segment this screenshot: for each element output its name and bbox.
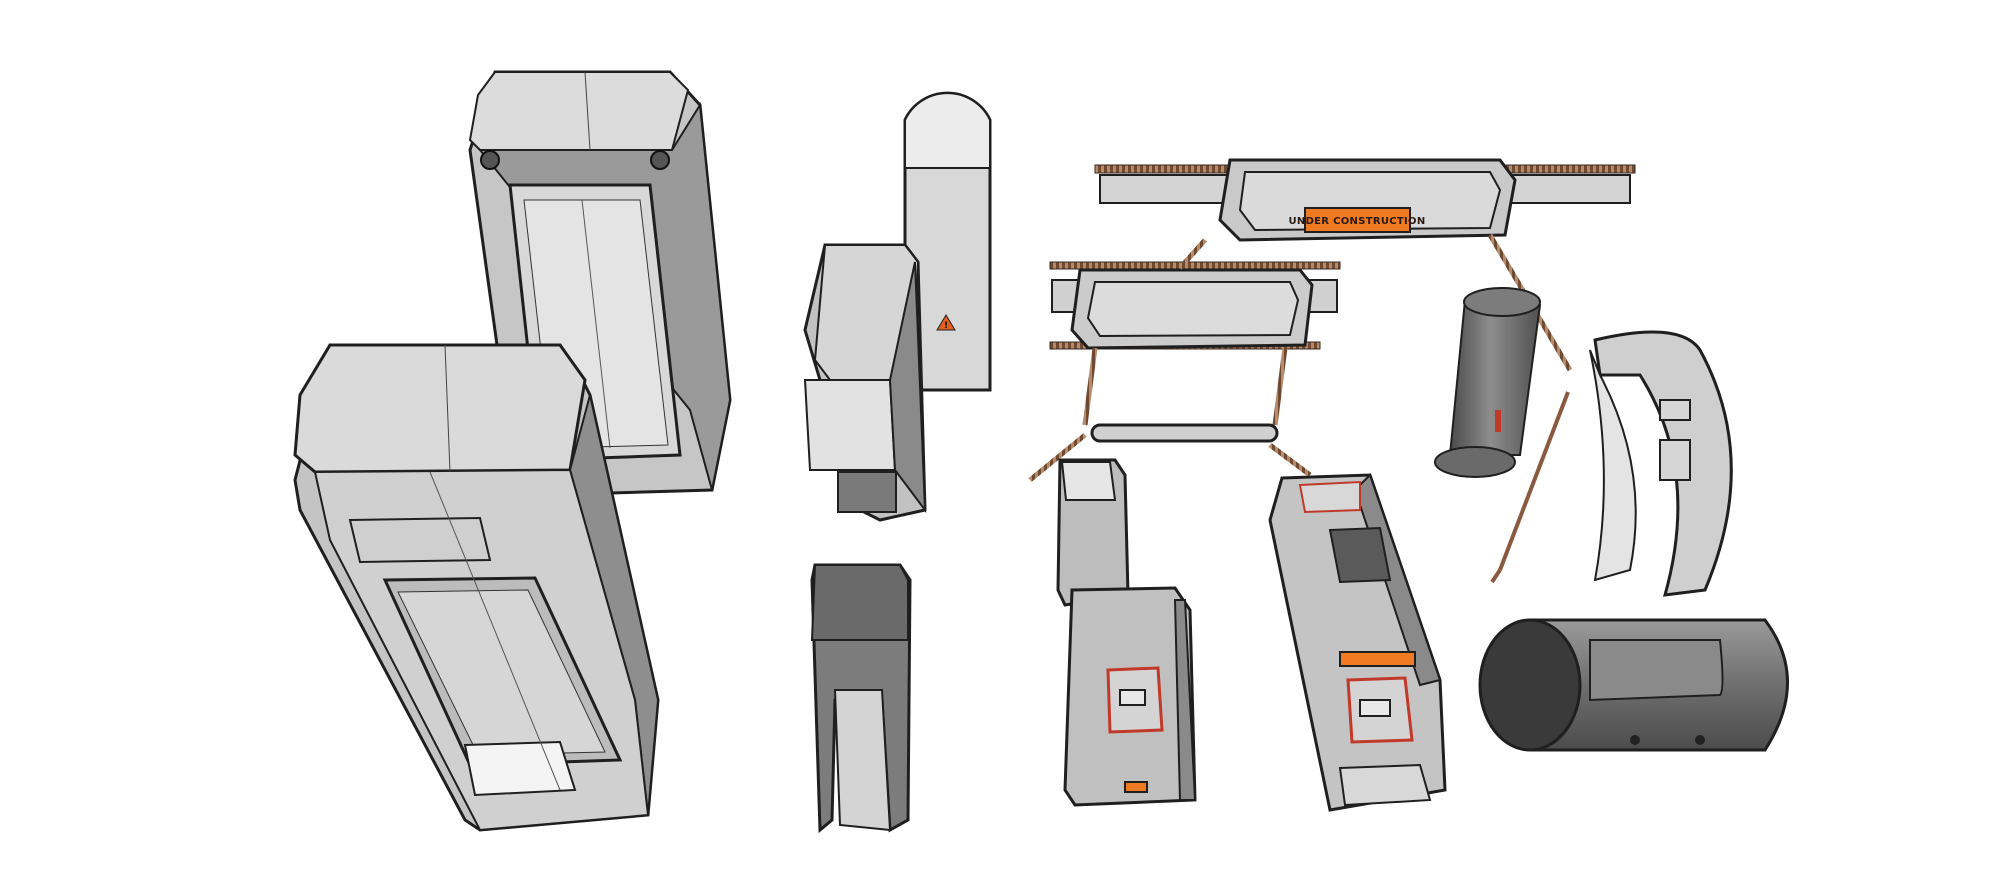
small-box — [1056, 458, 1130, 607]
tall-cabinet — [1268, 473, 1447, 812]
curved-panel — [1589, 330, 1733, 597]
mid-cabinet — [1063, 586, 1197, 807]
u-channel — [810, 563, 912, 834]
rebar-cables — [1028, 233, 1573, 584]
horizontal-tank — [1478, 618, 1789, 752]
warning-icon — [936, 314, 956, 331]
beam-sign-plate — [1304, 207, 1411, 233]
warning-icon-glyph: ! — [944, 321, 948, 331]
arched-panel: ! — [903, 91, 992, 392]
beam-sign-upper: UNDER CONSTRUCTION — [1094, 158, 1636, 242]
tall-box-front — [293, 343, 660, 832]
beam-sign-label: UNDER CONSTRUCTION — [1288, 216, 1425, 227]
vertical-cylinder — [1434, 287, 1542, 478]
pedestal-block — [803, 243, 927, 522]
beam-sign-lower — [1049, 261, 1341, 350]
